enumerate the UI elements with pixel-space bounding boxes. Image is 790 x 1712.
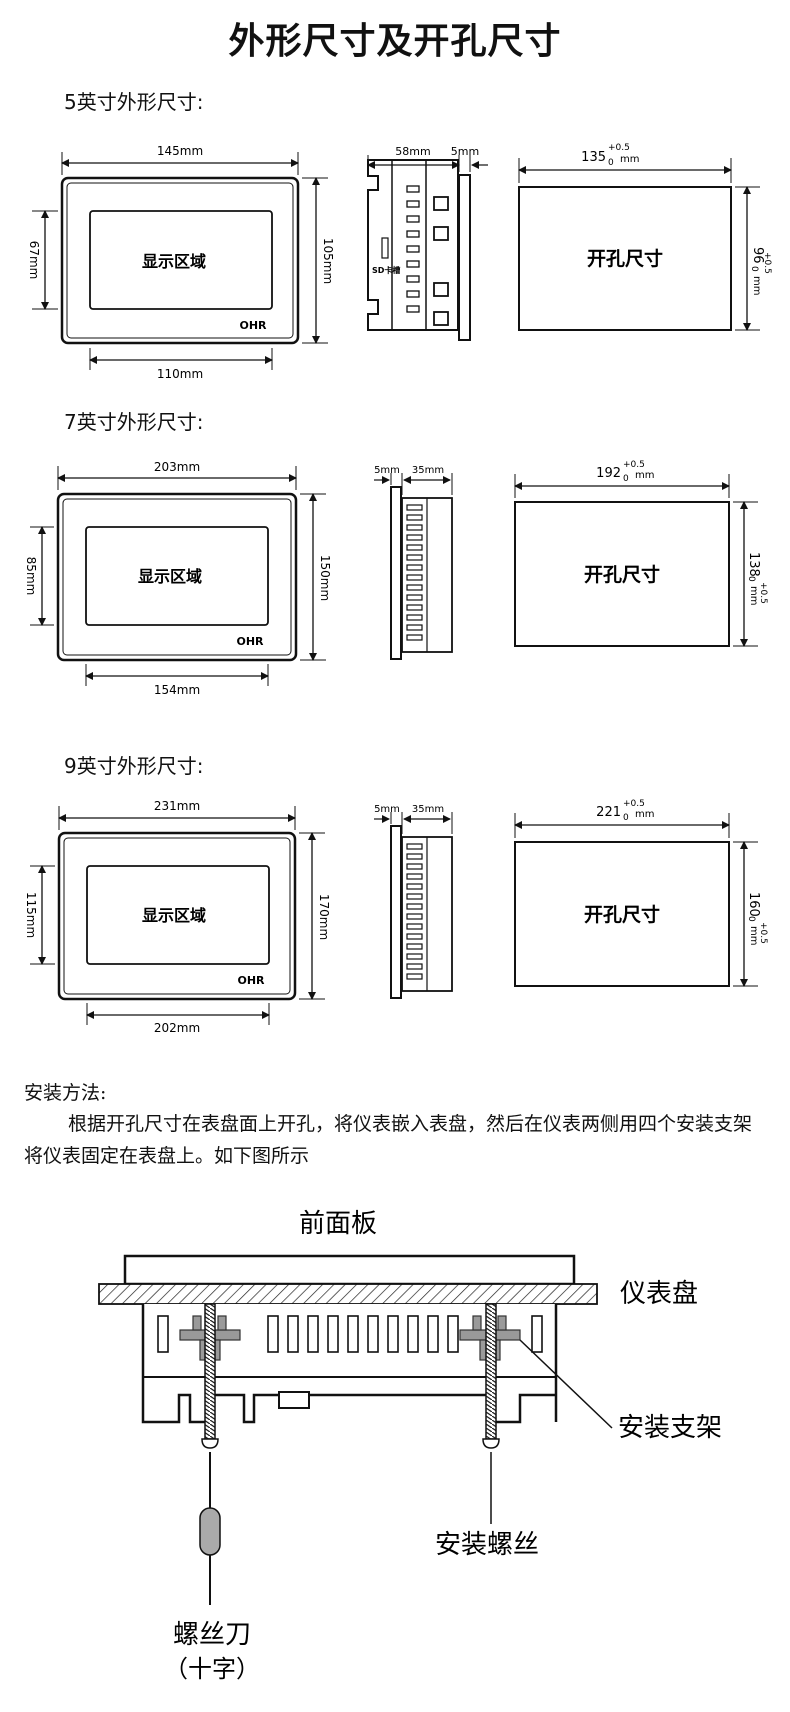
sd-card-slot-label: SD卡槽 [372, 265, 400, 275]
front-view-7in: 显示区域 OHR 203mm 150mm 85mm 154mm [24, 460, 332, 697]
tolerance-lower: 0 [746, 576, 756, 582]
label-meter-panel: 仪表盘 [620, 1279, 698, 1309]
cutout-unit: mm [748, 586, 759, 605]
cutout-width: 221 [596, 805, 621, 820]
side-view-9in: 5mm 35mm [374, 804, 453, 999]
cutout-label: 开孔尺寸 [587, 247, 663, 270]
tolerance-lower: 0 [608, 158, 614, 168]
side-view-5in: SD卡槽 58mm 5mm [367, 145, 488, 341]
display-area-label: 显示区域 [138, 567, 202, 586]
mounting-screw [485, 1303, 497, 1440]
section-9in-heading: 9英寸外形尺寸: [64, 754, 204, 778]
dim-front-height: 170mm [317, 894, 331, 940]
installation-diagram: 前面板 仪表盘 安装支架 安装螺丝 螺丝刀 （十字） [98, 1209, 722, 1683]
dim-side-depth: 58mm [395, 145, 430, 158]
tolerance-upper: +0.5 [623, 799, 645, 809]
display-area-label: 显示区域 [142, 906, 206, 925]
front-panel [123, 1254, 576, 1286]
cutout-height: 160 [746, 892, 761, 917]
dim-display-width: 202mm [154, 1021, 200, 1035]
section-5in: 显示区域 OHR 145mm 105mm 67mm 110mm [27, 143, 772, 381]
cutout-view-7in: 开孔尺寸 192 +0.5 0 mm 138 +0.5 0 mm [514, 460, 768, 647]
mounting-screw [204, 1303, 216, 1440]
dim-front-height: 150mm [318, 555, 332, 601]
front-view-9in: 显示区域 OHR 231mm 170mm 115mm 202mm [24, 799, 331, 1035]
cutout-width: 192 [596, 466, 621, 481]
tolerance-upper: +0.5 [608, 143, 630, 153]
label-screwdriver: 螺丝刀 [173, 1620, 251, 1650]
dim-side-panel: 5mm [451, 145, 479, 158]
dim-side-depth: 35mm [412, 465, 444, 476]
brand-logo: OHR [239, 319, 267, 332]
section-7in: 显示区域 OHR 203mm 150mm 85mm 154mm [24, 460, 768, 697]
dim-front-width: 231mm [154, 799, 200, 813]
cutout-label: 开孔尺寸 [584, 563, 660, 586]
dim-display-width: 110mm [157, 367, 203, 381]
tolerance-lower: 0 [749, 266, 759, 272]
tolerance-lower: 0 [623, 813, 629, 823]
front-view-5in: 显示区域 OHR 145mm 105mm 67mm 110mm [27, 144, 335, 381]
screwdriver [199, 1452, 221, 1605]
label-cross: （十字） [164, 1655, 260, 1683]
tolerance-lower: 0 [623, 474, 629, 484]
dim-display-width: 154mm [154, 683, 200, 697]
install-heading: 安装方法: [24, 1082, 107, 1104]
section-7in-heading: 7英寸外形尺寸: [64, 410, 204, 434]
dim-side-depth: 35mm [412, 804, 444, 815]
dim-display-height: 85mm [24, 557, 38, 596]
brand-logo: OHR [236, 635, 264, 648]
tolerance-upper: +0.5 [758, 922, 768, 944]
label-front-panel: 前面板 [299, 1209, 377, 1239]
dim-display-height: 115mm [24, 892, 38, 938]
cutout-unit: mm [620, 154, 639, 165]
dim-front-width: 145mm [157, 144, 203, 158]
brand-logo: OHR [237, 974, 265, 987]
meter-body [141, 1304, 558, 1424]
tolerance-upper: +0.5 [762, 252, 772, 274]
dim-front-height: 105mm [321, 238, 335, 284]
tolerance-upper: +0.5 [758, 582, 768, 604]
meter-panel [98, 1283, 598, 1305]
page-title: 外形尺寸及开孔尺寸 [228, 21, 562, 62]
side-view-7in: 5mm 35mm [374, 465, 453, 660]
cutout-unit: mm [635, 470, 654, 481]
section-9in: 显示区域 OHR 231mm 170mm 115mm 202mm [24, 799, 768, 1035]
dim-display-height: 67mm [27, 241, 41, 280]
cutout-width: 135 [581, 150, 606, 165]
section-5in-heading: 5英寸外形尺寸: [64, 90, 204, 114]
cutout-view-9in: 开孔尺寸 221 +0.5 0 mm 160 +0.5 0 mm [514, 799, 768, 987]
cutout-height: 138 [746, 552, 761, 577]
label-bracket: 安装支架 [618, 1413, 722, 1443]
cutout-label: 开孔尺寸 [584, 903, 660, 926]
cutout-unit: mm [635, 809, 654, 820]
cutout-unit: mm [748, 926, 759, 945]
dim-front-width: 203mm [154, 460, 200, 474]
cutout-unit: mm [751, 276, 762, 295]
display-area-label: 显示区域 [142, 252, 206, 271]
install-description: 根据开孔尺寸在表盘面上开孔，将仪表嵌入表盘，然后在仪表两侧用四个安装支架将仪表固… [24, 1113, 753, 1167]
tolerance-upper: +0.5 [623, 460, 645, 470]
dim-side-panel: 5mm [374, 804, 400, 815]
cutout-view-5in: 开孔尺寸 135 +0.5 0 mm 96 +0.5 0 mm [518, 143, 772, 331]
label-screw: 安装螺丝 [435, 1530, 539, 1560]
dim-side-panel: 5mm [374, 465, 400, 476]
tolerance-lower: 0 [746, 916, 756, 922]
cutout-height: 96 [750, 247, 765, 264]
